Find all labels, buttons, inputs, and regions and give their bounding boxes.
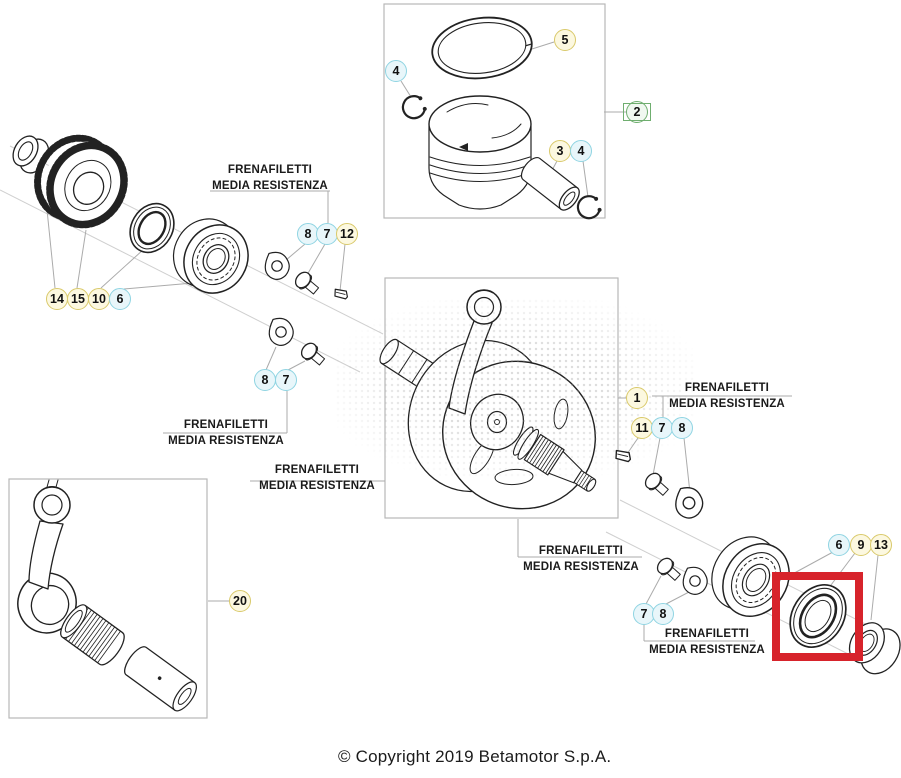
retainer-plate-art [264,251,290,280]
callout-number: 14 [50,292,64,306]
note-line2: MEDIA RESISTENZA [259,480,375,492]
callout-11[interactable]: 11 [631,417,653,439]
piston-ring-art [431,16,533,80]
callout-number: 7 [658,421,666,435]
callout-number: 6 [835,538,843,552]
callout-6[interactable]: 6 [828,534,850,556]
callout-7[interactable]: 7 [633,603,655,625]
callout-number: 7 [282,373,290,387]
callout-20[interactable]: 20 [229,590,251,612]
callout-number: 1 [633,391,641,405]
callout-8[interactable]: 8 [671,417,693,439]
note-line1: FRENAFILETTI [664,628,750,640]
callout-12[interactable]: 12 [336,223,358,245]
callout-number: 5 [561,33,569,47]
callout-number: 12 [340,227,354,241]
callout-number: 4 [392,64,400,78]
callout-7[interactable]: 7 [275,369,297,391]
callout-6[interactable]: 6 [109,288,131,310]
screw-art [300,342,326,366]
adhesive-note-label: FRENAFILETTI MEDIA RESISTENZA [523,545,639,574]
retainer-plate-art [682,566,708,595]
callout-10[interactable]: 10 [88,288,110,310]
callout-number: 2 [633,105,641,119]
callout-number: 8 [659,607,667,621]
callout-14[interactable]: 14 [46,288,68,310]
piston-kit-box [383,3,606,219]
screw-art [294,271,320,295]
callout-number: 8 [678,421,686,435]
callout-number: 10 [92,292,106,306]
note-line1: FRENAFILETTI [227,164,313,176]
adhesive-note-label: FRENAFILETTI MEDIA RESISTENZA [212,164,328,193]
adhesive-note-label: FRENAFILETTI MEDIA RESISTENZA [259,464,375,493]
adhesive-note-label: FRENAFILETTI MEDIA RESISTENZA [649,628,765,657]
callout-number: 4 [577,144,585,158]
callout-number: 9 [857,538,865,552]
callout-8[interactable]: 8 [652,603,674,625]
selected-part-highlight-box [772,572,863,661]
circlip-icon-art [576,195,602,220]
callout-8[interactable]: 8 [254,369,276,391]
note-line1: FRENAFILETTI [183,419,269,431]
screw-art [656,557,681,581]
conrod-kit-art [17,479,197,712]
note-line2: MEDIA RESISTENZA [168,435,284,447]
copyright-text: © Copyright 2019 Betamotor S.p.A. [338,747,612,766]
callout-4[interactable]: 4 [385,60,407,82]
note-line2: MEDIA RESISTENZA [523,561,639,573]
callout-1[interactable]: 1 [626,387,648,409]
callout-number: 13 [874,538,888,552]
note-line1: FRENAFILETTI [274,464,360,476]
callout-number: 15 [71,292,85,306]
main-bearing-art [172,218,249,294]
callout-number: 3 [556,144,564,158]
selected-callout-square [623,103,651,121]
callout-number: 8 [304,227,312,241]
note-line2: MEDIA RESISTENZA [212,180,328,192]
adhesive-note-label: FRENAFILETTI MEDIA RESISTENZA [669,382,785,411]
piston-pin-art [520,157,580,211]
note-line1: FRENAFILETTI [684,382,770,394]
seal-ring-art [129,202,175,254]
callout-number: 11 [635,421,649,435]
primary-gear-art [34,134,128,229]
callout-2[interactable]: 2 [623,101,651,123]
piston-art [428,95,532,210]
conrod-kit-box [8,478,208,719]
callout-number: 6 [116,292,124,306]
leader-lines [45,41,879,642]
callout-9[interactable]: 9 [850,534,872,556]
note-line1: FRENAFILETTI [538,545,624,557]
callout-7[interactable]: 7 [316,223,338,245]
retainer-plate-art [675,487,704,519]
note-line2: MEDIA RESISTENZA [669,398,785,410]
oil-seal-art [789,584,847,648]
woodruff-key-art [615,449,632,463]
callout-7[interactable]: 7 [651,417,673,439]
callout-number: 20 [233,594,247,608]
callout-15[interactable]: 15 [67,288,89,310]
screw-art [644,472,669,496]
note-line2: MEDIA RESISTENZA [649,644,765,656]
callout-number: 7 [640,607,648,621]
callout-4[interactable]: 4 [570,140,592,162]
callout-number: 7 [323,227,331,241]
retainer-plate-art [268,317,294,346]
callout-number: 8 [261,373,269,387]
callout-3[interactable]: 3 [549,140,571,162]
woodruff-key-art [334,288,349,300]
callout-5[interactable]: 5 [554,29,576,51]
callout-13[interactable]: 13 [870,534,892,556]
circlip-icon-art [401,95,427,120]
crankshaft-art [379,289,597,510]
adhesive-note-label: FRENAFILETTI MEDIA RESISTENZA [168,419,284,448]
